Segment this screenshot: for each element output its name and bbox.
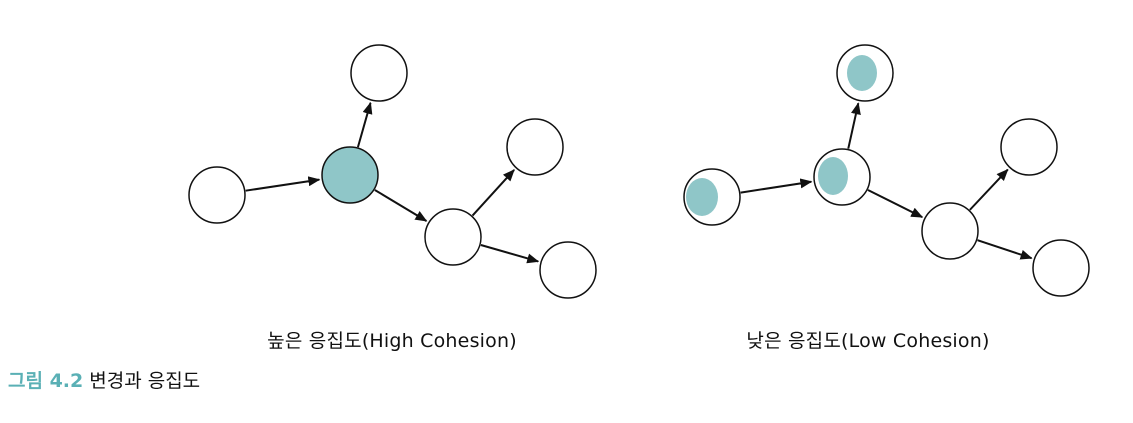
low-node-right1 bbox=[1000, 118, 1058, 176]
low-edge-mid-to-right1 bbox=[969, 168, 1009, 211]
low-node-mid bbox=[921, 202, 979, 260]
high-node-center bbox=[321, 146, 379, 204]
high-node-left bbox=[188, 166, 246, 224]
high-node-mid bbox=[424, 208, 482, 266]
high-node-right2 bbox=[539, 241, 597, 299]
low-cohesion-label: 낮은 응집도(Low Cohesion) bbox=[746, 330, 990, 352]
high-edge-mid-to-right1 bbox=[471, 169, 515, 217]
low-edge-center-to-top bbox=[847, 102, 861, 149]
low-node-center-partial-fill bbox=[818, 157, 848, 195]
low-edge-center-to-mid bbox=[867, 189, 924, 219]
low-node-top-partial-fill bbox=[847, 55, 877, 91]
high-node-right1 bbox=[506, 118, 564, 176]
low-node-left-partial-fill bbox=[686, 178, 718, 216]
low-cohesion-graph bbox=[683, 44, 1090, 297]
high-edge-mid-to-right2 bbox=[480, 244, 540, 264]
high-cohesion-graph bbox=[188, 44, 597, 299]
high-edge-center-to-mid bbox=[374, 189, 428, 222]
figure-title: 변경과 응집도 bbox=[89, 370, 201, 392]
high-node-top bbox=[350, 44, 408, 102]
high-edge-center-to-top bbox=[356, 101, 373, 148]
low-node-right2 bbox=[1032, 239, 1090, 297]
high-edge-left-to-center bbox=[245, 176, 321, 192]
low-edge-left-to-center bbox=[740, 178, 813, 194]
figure-number: 그림 4.2 bbox=[8, 370, 84, 392]
high-cohesion-label: 높은 응집도(High Cohesion) bbox=[267, 330, 517, 352]
low-edge-mid-to-right2 bbox=[977, 239, 1033, 260]
